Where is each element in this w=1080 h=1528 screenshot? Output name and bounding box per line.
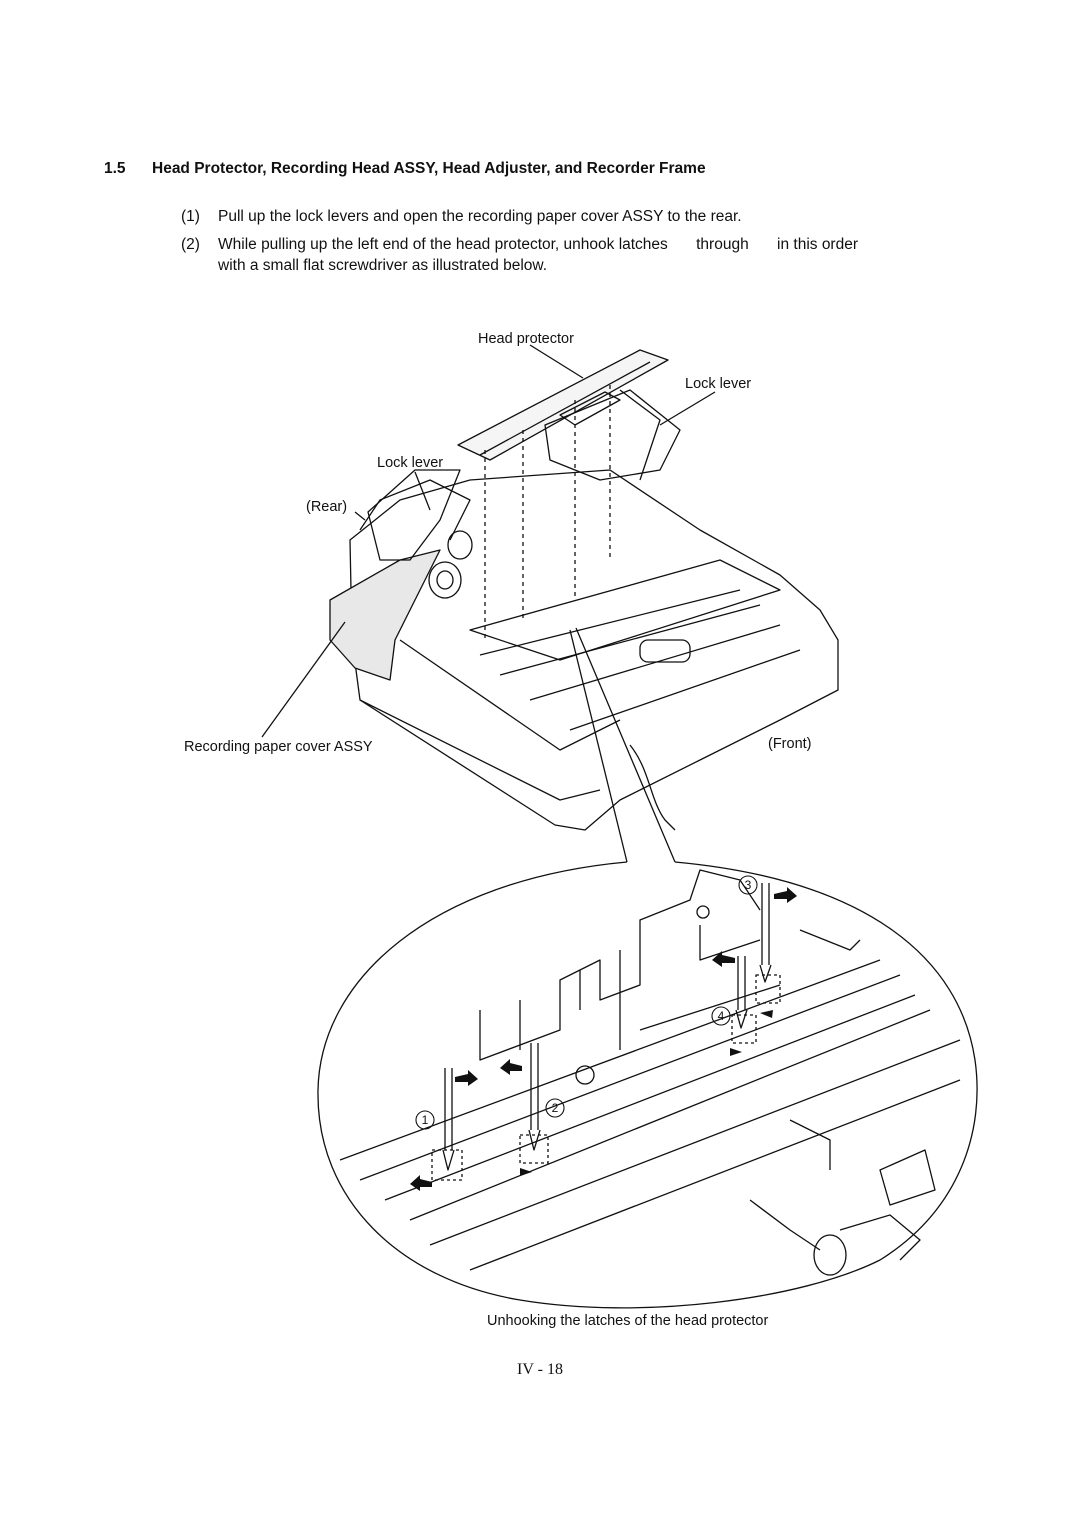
step-number: (1) [181,208,200,225]
section-heading: 1.5 Head Protector, Recording Head ASSY, … [104,160,706,178]
step-text-part: with a small flat screwdriver as illustr… [218,257,548,274]
label-front: (Front) [768,736,812,752]
step-text: While pulling up the left end of the hea… [218,234,981,276]
label-lock-lever-right: Lock lever [685,376,752,392]
label-lock-lever-left: Lock lever [377,455,444,471]
step-2: (2) While pulling up the left end of the… [181,234,981,276]
section-title: Head Protector, Recording Head ASSY, Hea… [152,160,706,177]
label-head-protector: Head protector [478,331,574,347]
section-number: 1.5 [104,160,126,177]
step-1: (1) Pull up the lock levers and open the… [181,206,981,227]
step-text-part: in this order [777,236,858,253]
step-text-part: While pulling up the left end of the hea… [218,236,668,253]
latch-marker: 1 [422,1113,429,1127]
step-text-part: through [696,236,749,253]
latch-marker: 4 [718,1009,725,1023]
label-rear: (Rear) [306,499,348,515]
figure-caption: Unhooking the latches of the head protec… [487,1313,769,1329]
latch-marker: 2 [552,1101,559,1115]
page-number: IV - 18 [517,1361,563,1378]
label-recording-paper-cover: Recording paper cover ASSY [184,739,373,755]
latch-marker: 3 [745,878,752,892]
step-text: Pull up the lock levers and open the rec… [218,208,742,225]
step-number: (2) [181,236,200,253]
